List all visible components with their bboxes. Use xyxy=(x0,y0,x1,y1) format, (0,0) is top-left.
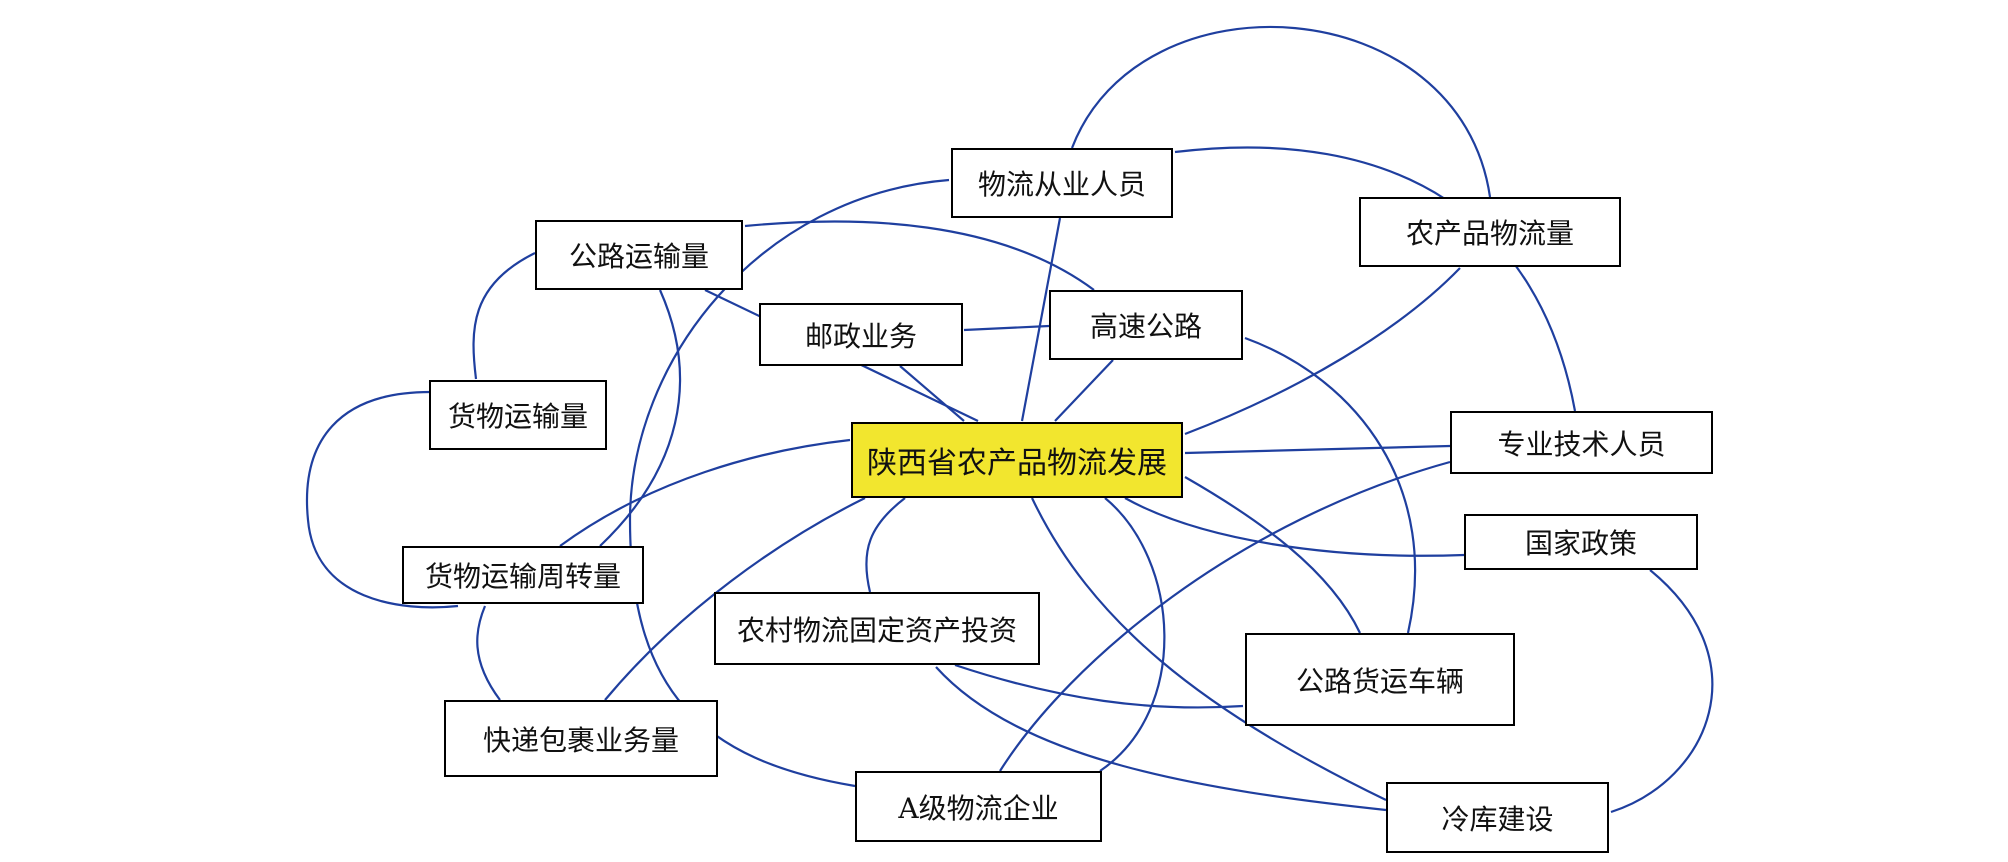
edge-a-level-to-professional-staff xyxy=(999,460,1451,772)
edge-national-policy-to-cold-storage xyxy=(1610,569,1714,814)
edge-cold-storage-to-center xyxy=(1031,497,1387,801)
node-freight-volume: 货物运输量 xyxy=(429,380,607,450)
edge-road-transport-to-freight-turnover xyxy=(599,289,682,547)
edge-express-to-freight-turnover xyxy=(476,605,501,701)
edge-expressway-to-center xyxy=(1054,359,1114,422)
edge-national-policy-to-center xyxy=(1124,497,1465,557)
edge-professional-staff-to-center xyxy=(1184,444,1451,455)
node-cold-storage: 冷库建设 xyxy=(1386,782,1609,853)
node-national-policy: 国家政策 xyxy=(1464,514,1698,570)
edge-expressway-to-road-transport-volume xyxy=(744,220,1095,291)
node-agri-logistics-volume: 农产品物流量 xyxy=(1359,197,1621,267)
edge-rural-investment-to-center xyxy=(865,497,906,593)
node-road-freight-vehicles: 公路货运车辆 xyxy=(1245,633,1515,726)
edge-agri-volume-to-logistics-staff xyxy=(1070,25,1492,198)
edge-express-to-center xyxy=(604,497,866,701)
edge-professional-staff-to-logistics-staff xyxy=(1174,146,1577,412)
edge-cold-storage-to-rural-investment xyxy=(935,666,1387,812)
edge-a-level-to-logistics-staff xyxy=(628,178,950,788)
node-a-level-enterprises: A级物流企业 xyxy=(855,771,1102,842)
node-professional-staff: 专业技术人员 xyxy=(1450,411,1713,474)
edge-logistics-staff-to-center xyxy=(1020,217,1062,422)
center-node: 陕西省农产品物流发展 xyxy=(851,422,1183,498)
edge-freight-turnover-to-center xyxy=(559,438,851,547)
edge-expressway-to-postal xyxy=(963,324,1050,332)
node-freight-turnover: 货物运输周转量 xyxy=(402,546,644,604)
node-express-parcel-volume: 快递包裹业务量 xyxy=(444,700,718,777)
edge-freight-volume-to-freight-turnover xyxy=(305,390,459,609)
node-rural-investment: 农村物流固定资产投资 xyxy=(714,592,1040,665)
edge-postal-to-center xyxy=(899,365,965,422)
node-expressway: 高速公路 xyxy=(1049,290,1243,360)
edge-rural-investment-to-road-freight-vehicles xyxy=(954,663,1244,709)
node-postal-business: 邮政业务 xyxy=(759,303,963,366)
edge-road-freight-vehicles-to-center xyxy=(1184,476,1361,634)
edge-agri-volume-to-center xyxy=(1184,267,1461,436)
edge-road-transport-to-freight-volume xyxy=(472,252,536,380)
edge-a-level-to-center xyxy=(1099,497,1166,772)
node-road-transport-volume: 公路运输量 xyxy=(535,220,743,290)
node-logistics-staff: 物流从业人员 xyxy=(951,148,1173,218)
